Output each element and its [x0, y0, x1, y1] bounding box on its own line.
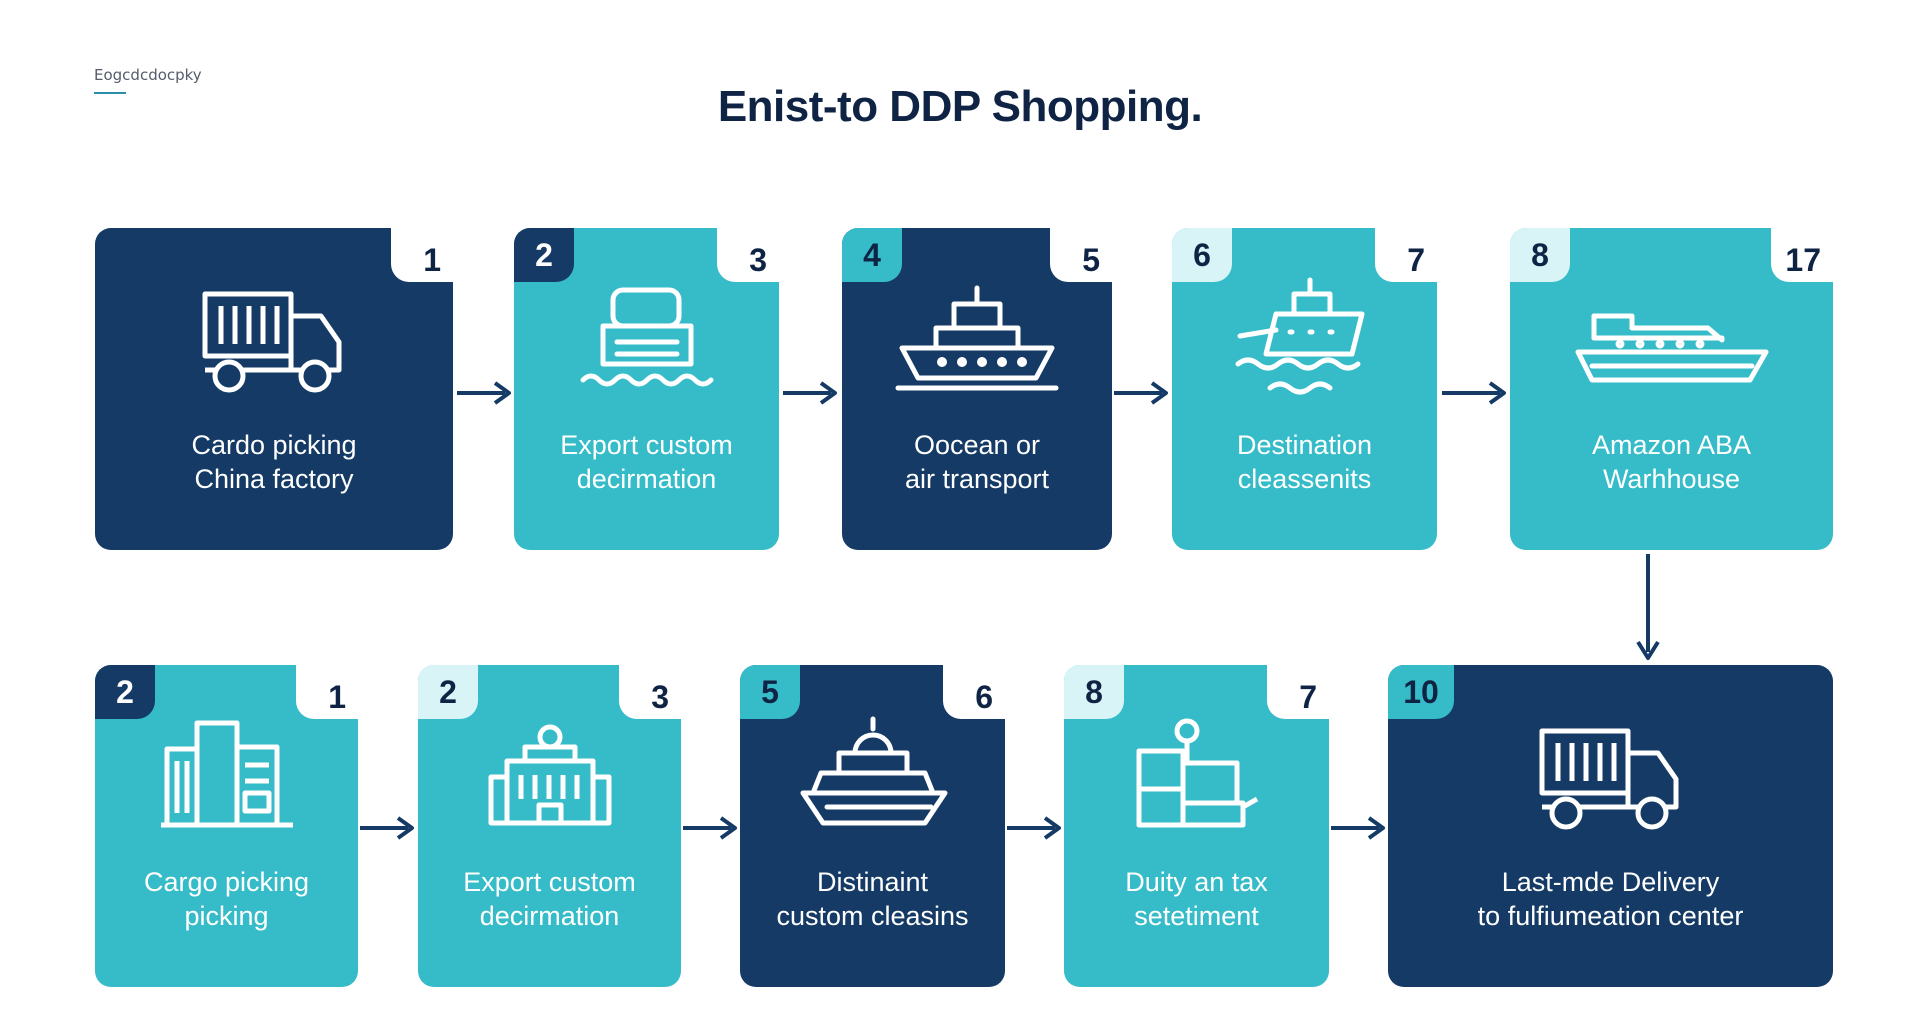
step-corner-number: 6: [975, 679, 993, 715]
step-corner-number: 17: [1785, 242, 1821, 278]
flow-arrow-down: [1636, 554, 1660, 660]
step-corner-number: 7: [1407, 242, 1425, 278]
step-badge: 2: [418, 665, 478, 719]
truck-icon: [199, 286, 349, 396]
step-badge: 8: [1510, 228, 1570, 282]
card-notch: [619, 663, 683, 719]
cruise-ship-icon: [1572, 308, 1772, 388]
step-badge: 8: [1064, 665, 1124, 719]
card-notch: [296, 663, 360, 719]
card-notch: [1771, 226, 1835, 282]
card-notch: [1375, 226, 1439, 282]
cargo-on-water-icon: [577, 284, 717, 394]
card-notch: [943, 663, 1007, 719]
ship-icon: [892, 284, 1062, 394]
flow-arrow: [1007, 816, 1061, 840]
step-badge: 6: [1172, 228, 1232, 282]
card-notch: [391, 226, 455, 282]
page-title: Enist-to DDP Shopping.: [717, 82, 1203, 131]
flow-arrow: [1331, 816, 1385, 840]
boxes-icon: [1127, 717, 1267, 833]
step-corner-number: 1: [328, 679, 346, 715]
step-corner-number: 7: [1299, 679, 1317, 715]
yacht-icon: [793, 715, 953, 835]
brand-text: Eogcdcdocpky: [94, 66, 202, 84]
brand-underline: [94, 92, 126, 94]
step-corner-number: 3: [749, 242, 767, 278]
flow-arrow: [457, 381, 511, 405]
step-badge: 2: [95, 665, 155, 719]
card-notch: [717, 226, 781, 282]
flow-arrow: [1114, 381, 1168, 405]
delivery-truck-icon: [1536, 723, 1686, 833]
flow-arrow: [360, 816, 414, 840]
card-notch: [1267, 663, 1331, 719]
step-corner-number: 3: [651, 679, 669, 715]
step-badge: 5: [740, 665, 800, 719]
boat-on-waves-icon: [1230, 276, 1380, 401]
step-corner-number: 1: [423, 242, 441, 278]
step-badge: 4: [842, 228, 902, 282]
flow-arrow: [683, 816, 737, 840]
step-corner-number: 5: [1082, 242, 1100, 278]
flow-arrow: [783, 381, 837, 405]
flow-arrow: [1442, 381, 1506, 405]
step-badge: 10: [1388, 665, 1454, 719]
step-badge: 2: [514, 228, 574, 282]
customs-building-icon: [485, 721, 615, 831]
card-notch: [1050, 226, 1114, 282]
factory-buildings-icon: [157, 717, 297, 832]
